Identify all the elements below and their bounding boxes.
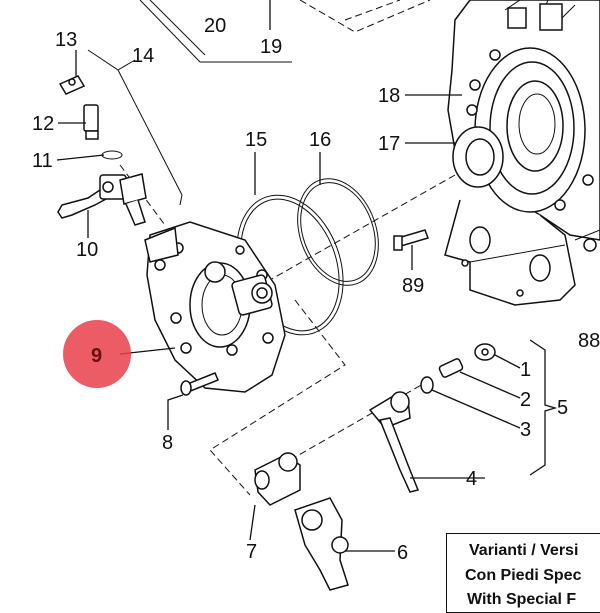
- callout-4: 4: [466, 468, 477, 490]
- note-line-1: Varianti / Versi: [469, 542, 579, 559]
- part-1-cap: [474, 343, 496, 361]
- highlight-marker[interactable]: [63, 320, 131, 388]
- exploded-parts-diagram: 20 19 13 14 18 12 15 16 17 11 10 89 88 9…: [32, 0, 600, 613]
- note-line-3: With Special F: [467, 591, 577, 608]
- part-16-o-ring: [297, 178, 379, 286]
- upper-housing-outline: [139, 0, 431, 63]
- callout-18: 18: [378, 85, 400, 107]
- callout-12: 12: [32, 113, 54, 135]
- callout-10: 10: [76, 239, 98, 261]
- note-line-2: Con Piedi Spec: [465, 567, 582, 584]
- variants-note-box: Varianti / Versi Con Piedi Spec With Spe…: [446, 533, 600, 613]
- callout-15: 15: [245, 129, 267, 151]
- callout-5: 5: [557, 397, 568, 419]
- part-17-flange-seal: [452, 126, 504, 188]
- callout-89: 89: [402, 275, 424, 297]
- part-4-lever-valve: [368, 391, 420, 493]
- callout-14: 14: [132, 45, 154, 67]
- callout-labels: 20 19 13 14 18 12 15 16 17 11 10 89 88 9…: [32, 15, 600, 564]
- part-6-valve-body: [294, 497, 349, 591]
- part-14-valve-group-bracket: [87, 49, 183, 206]
- part-12-fitting: [83, 104, 99, 140]
- part-11-seal: [101, 150, 123, 160]
- callout-7: 7: [246, 541, 257, 563]
- callout-1: 1: [520, 359, 531, 381]
- part-9-flange-plate: [144, 221, 286, 393]
- callout-3: 3: [520, 419, 531, 441]
- diagram-canvas: 20 19 13 14 18 12 15 16 17 11 10 89 88 9…: [32, 0, 600, 591]
- callout-88: 88: [578, 330, 600, 352]
- callout-17: 17: [378, 133, 400, 155]
- part-89-bolt: [393, 229, 429, 251]
- part-3-washer: [420, 376, 434, 394]
- part-8-bolt: [180, 372, 219, 396]
- part-2-nipple: [438, 358, 464, 378]
- callout-11: 11: [32, 150, 53, 172]
- callout-19: 19: [260, 36, 282, 58]
- callout-8: 8: [162, 432, 173, 454]
- part-5-bracket: [529, 339, 558, 476]
- callout-2: 2: [520, 389, 531, 411]
- part-10-valve-handle: [57, 173, 147, 226]
- part-13-plug: [58, 75, 86, 95]
- callout-20: 20: [204, 15, 226, 37]
- callout-16: 16: [309, 129, 331, 151]
- callout-9: 9: [91, 345, 102, 367]
- callout-6: 6: [397, 542, 408, 564]
- part-7-elbow: [254, 452, 301, 506]
- callout-13: 13: [55, 29, 77, 51]
